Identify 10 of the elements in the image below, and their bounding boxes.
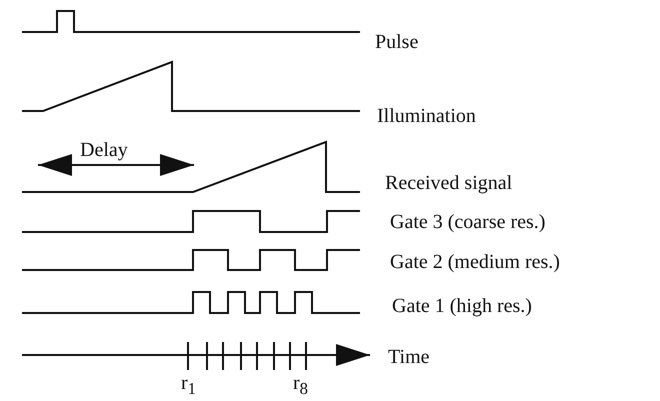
signal-label: Received signal: [385, 172, 512, 194]
signal-label: Gate 3 (coarse res.): [390, 211, 546, 233]
dimension-label: Delay: [80, 139, 128, 161]
signal-label: Gate 1 (high res.): [392, 295, 532, 317]
signal-label: Gate 2 (medium res.): [390, 251, 560, 273]
signal-label: Pulse: [375, 31, 418, 53]
tick-label: r$_{8}$: [293, 372, 308, 400]
signal-label: Illumination: [377, 105, 476, 127]
tick-label: r$_{1}$: [181, 372, 196, 400]
axis-label: Time: [388, 346, 430, 368]
